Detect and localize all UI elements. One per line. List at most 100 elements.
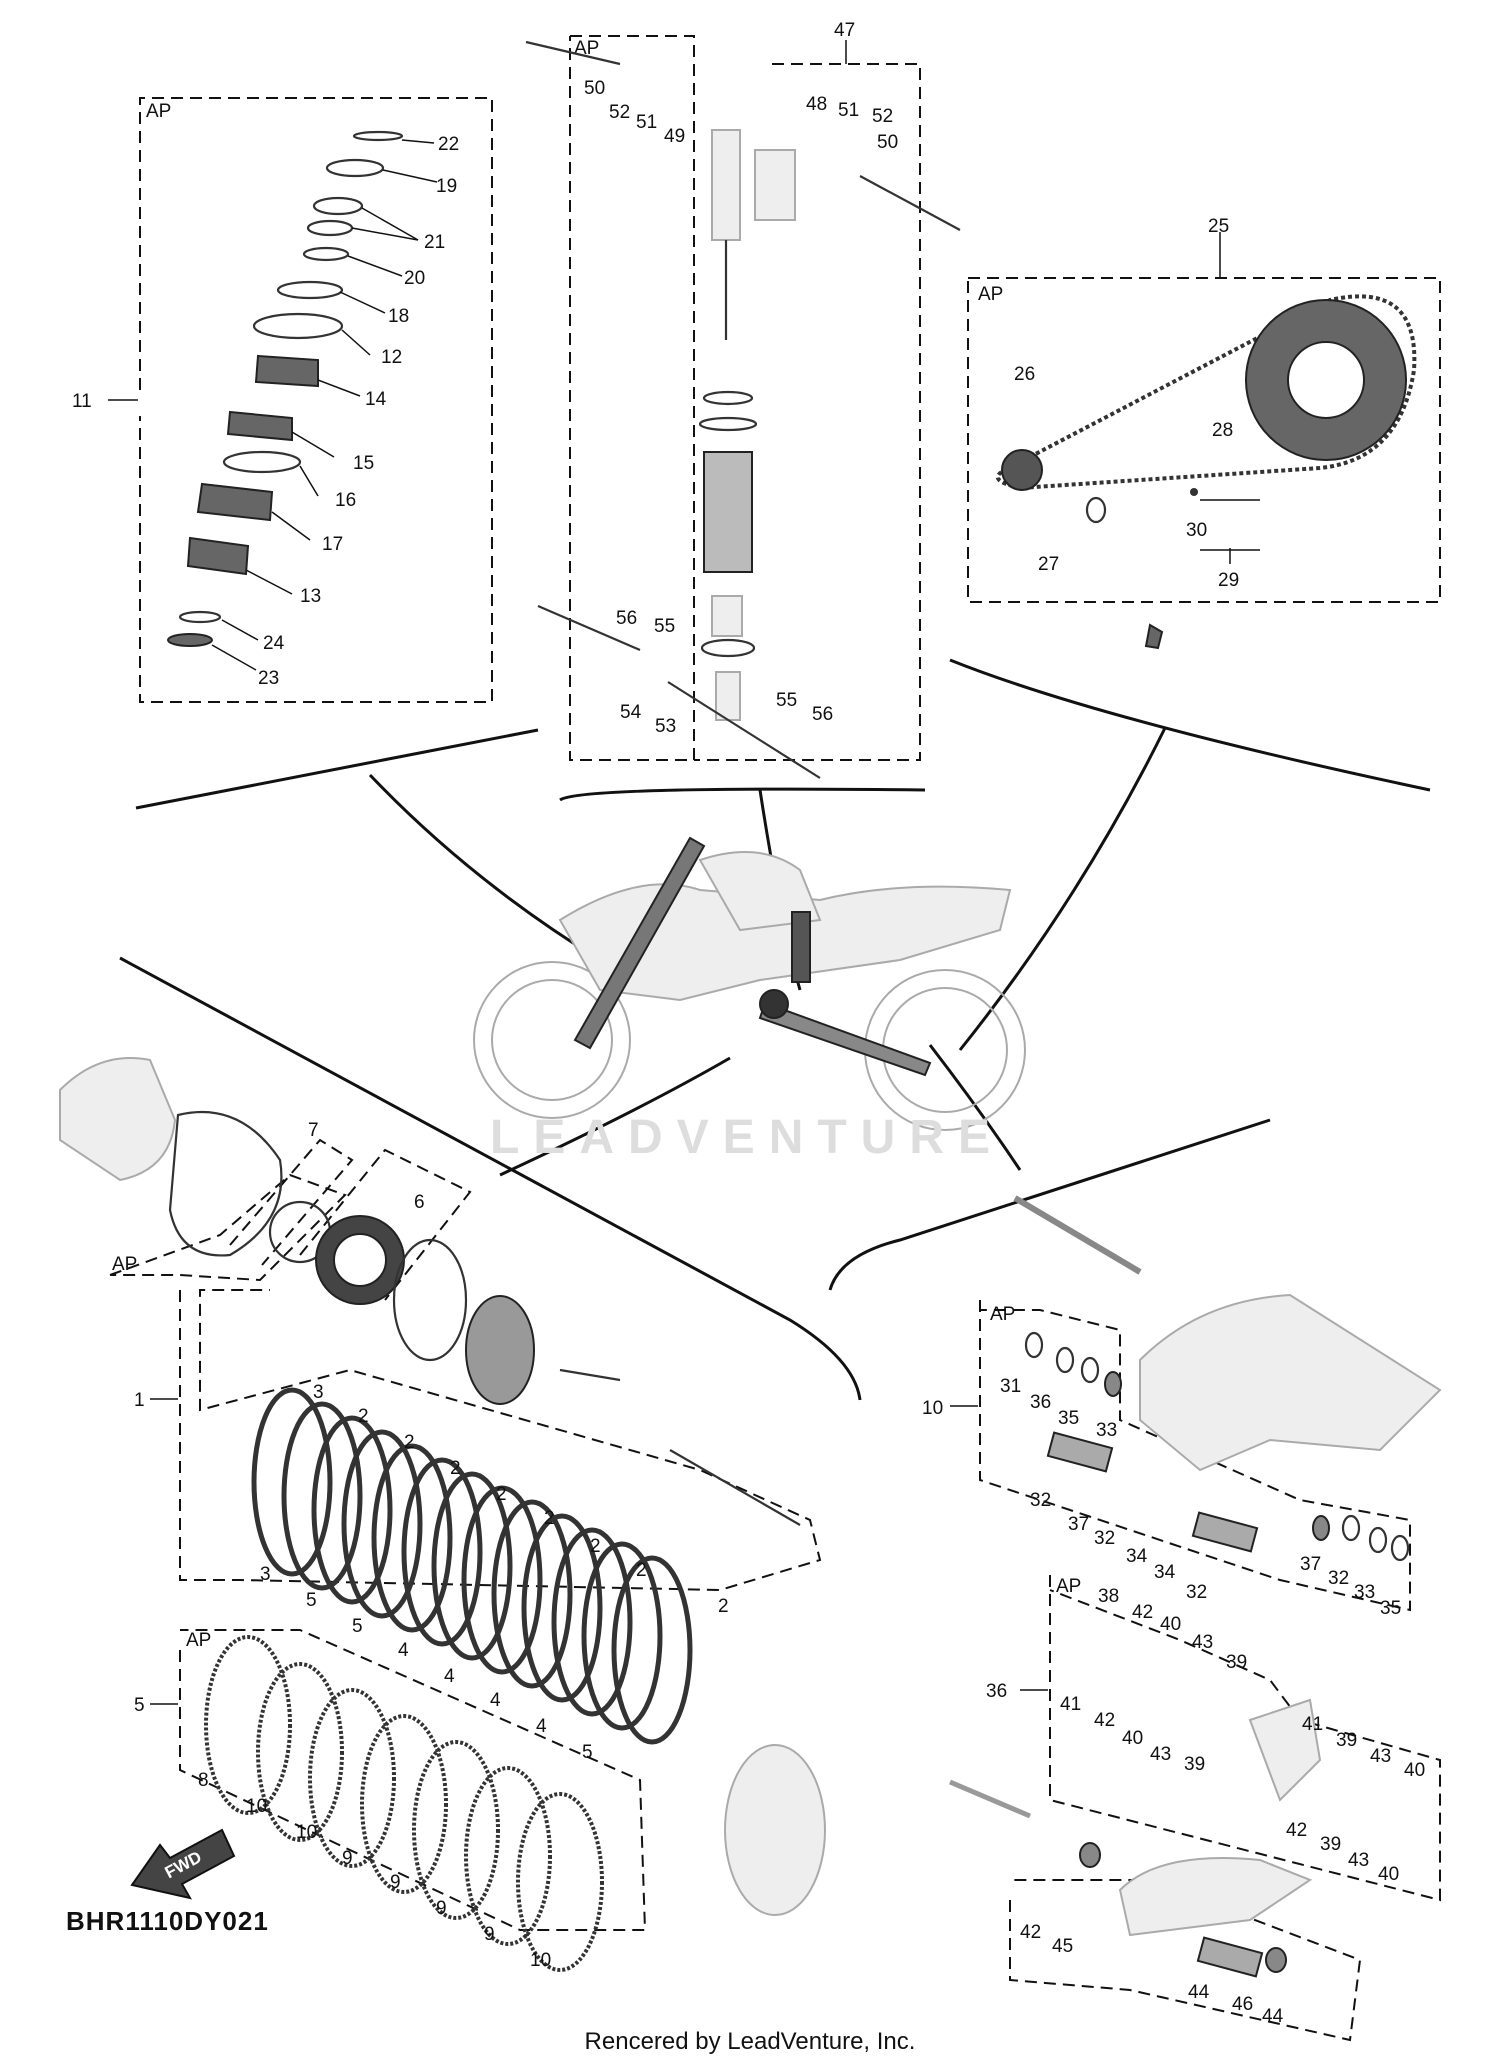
steering-parts bbox=[167, 130, 404, 647]
leader-lines bbox=[108, 40, 1260, 1705]
part-number: 27 bbox=[1038, 554, 1059, 575]
part-number: 28 bbox=[1212, 420, 1233, 441]
part-number: 37 bbox=[1300, 1554, 1321, 1575]
ap-label: AP bbox=[978, 284, 1003, 305]
group-number: 47 bbox=[834, 20, 855, 41]
part-number: 36 bbox=[1030, 1392, 1051, 1413]
part-number: 5 bbox=[352, 1616, 363, 1637]
part-number: 33 bbox=[1354, 1582, 1375, 1603]
watermark: LEADVENTURE bbox=[490, 1111, 1005, 1164]
part-number: 9 bbox=[390, 1872, 401, 1893]
part-number: 40 bbox=[1404, 1760, 1425, 1781]
part-number: 56 bbox=[616, 608, 637, 629]
part-number: 21 bbox=[424, 232, 445, 253]
steering-callout bbox=[135, 728, 539, 810]
chain-box bbox=[967, 277, 1441, 603]
part-number: 8 bbox=[198, 1770, 209, 1791]
part-number: 15 bbox=[353, 453, 374, 474]
part-number: 50 bbox=[584, 78, 605, 99]
ap-label: AP bbox=[146, 101, 171, 122]
part-number: 4 bbox=[490, 1690, 501, 1711]
motorcycle-illustration bbox=[473, 836, 1026, 1131]
part-number: 2 bbox=[636, 1560, 647, 1581]
part-number: 2 bbox=[718, 1596, 729, 1617]
part-number: 42 bbox=[1286, 1820, 1307, 1841]
part-number: 32 bbox=[1186, 1582, 1207, 1603]
part-number: 16 bbox=[335, 490, 356, 511]
part-number: 43 bbox=[1150, 1744, 1171, 1765]
part-number: 2 bbox=[450, 1458, 461, 1479]
part-number: 41 bbox=[1060, 1694, 1081, 1715]
part-number: 51 bbox=[838, 100, 859, 121]
part-number: 39 bbox=[1184, 1754, 1205, 1775]
group-number: 10 bbox=[922, 1398, 943, 1419]
part-number: 39 bbox=[1336, 1730, 1357, 1751]
part-number: 35 bbox=[1058, 1408, 1079, 1429]
part-number: 52 bbox=[609, 102, 630, 123]
part-number: 13 bbox=[300, 586, 321, 607]
part-number: 2 bbox=[404, 1432, 415, 1453]
part-number: 19 bbox=[436, 176, 457, 197]
part-number: 4 bbox=[398, 1640, 409, 1661]
part-number: 18 bbox=[388, 306, 409, 327]
part-number: 38 bbox=[1098, 1586, 1119, 1607]
pressure-plate-box bbox=[299, 1148, 472, 1301]
chain-callout bbox=[949, 658, 1431, 792]
part-number: 6 bbox=[414, 1192, 425, 1213]
group-number: 11 bbox=[72, 391, 92, 412]
part-number: 32 bbox=[1328, 1568, 1349, 1589]
part-number: 4 bbox=[444, 1666, 455, 1687]
fwd-arrow-icon: FWD bbox=[130, 1828, 236, 1900]
part-number: 40 bbox=[1160, 1614, 1181, 1635]
part-number: 53 bbox=[655, 716, 676, 737]
part-number: 42 bbox=[1132, 1602, 1153, 1623]
group-number: 1 bbox=[134, 1390, 145, 1411]
ap-markers: AP AP AP AP AP AP AP bbox=[112, 38, 1081, 1651]
part-number: 44 bbox=[1188, 1982, 1210, 2003]
part-number: 50 bbox=[877, 132, 898, 153]
part-number: 12 bbox=[381, 347, 402, 368]
part-number: 37 bbox=[1068, 1514, 1089, 1535]
part-number: 52 bbox=[872, 106, 893, 127]
part-number: 29 bbox=[1218, 570, 1239, 591]
part-number: 5 bbox=[306, 1590, 317, 1611]
part-number: 10 bbox=[246, 1796, 267, 1817]
part-number: 39 bbox=[1320, 1834, 1341, 1855]
swingarm-box bbox=[979, 1300, 1411, 1612]
part-number: 17 bbox=[322, 534, 343, 555]
part-numbers: 22 19 21 20 18 12 14 15 16 17 13 24 23 1… bbox=[72, 20, 1425, 2027]
ap-label: AP bbox=[990, 1304, 1015, 1325]
ap-label: AP bbox=[1056, 1576, 1081, 1597]
part-number: 20 bbox=[404, 268, 425, 289]
part-number: 54 bbox=[620, 702, 642, 723]
chain-parts bbox=[995, 294, 1417, 650]
group-number: 25 bbox=[1208, 216, 1229, 237]
part-number: 48 bbox=[806, 94, 827, 115]
shock-callout bbox=[559, 787, 926, 802]
part-number: 32 bbox=[1094, 1528, 1115, 1549]
part-number: 14 bbox=[365, 389, 387, 410]
part-number: 2 bbox=[496, 1484, 507, 1505]
group-boxes bbox=[109, 35, 1441, 2042]
diagram-code: BHR1110DY021 bbox=[66, 1906, 269, 1936]
part-number: 43 bbox=[1192, 1632, 1213, 1653]
clutch-plates-box bbox=[179, 1289, 822, 1592]
part-number: 4 bbox=[536, 1716, 547, 1737]
part-number: 51 bbox=[636, 112, 657, 133]
shock-right-box bbox=[694, 63, 921, 761]
clutch-cover-box bbox=[109, 1173, 347, 1282]
part-number: 44 bbox=[1262, 2006, 1284, 2027]
part-number: 22 bbox=[438, 134, 459, 155]
friction-plate-stack bbox=[204, 1635, 604, 1972]
swingarm-parts bbox=[949, 1195, 1442, 1978]
clutch-cover-box-2 bbox=[229, 1138, 354, 1266]
shock-parts bbox=[525, 40, 961, 779]
ap-label: AP bbox=[186, 1630, 211, 1651]
part-number: 32 bbox=[1030, 1490, 1051, 1511]
part-number: 2 bbox=[590, 1536, 601, 1557]
part-number: 43 bbox=[1348, 1850, 1369, 1871]
part-number: 9 bbox=[342, 1848, 353, 1869]
part-number: 23 bbox=[258, 668, 279, 689]
part-number: 55 bbox=[654, 616, 675, 637]
